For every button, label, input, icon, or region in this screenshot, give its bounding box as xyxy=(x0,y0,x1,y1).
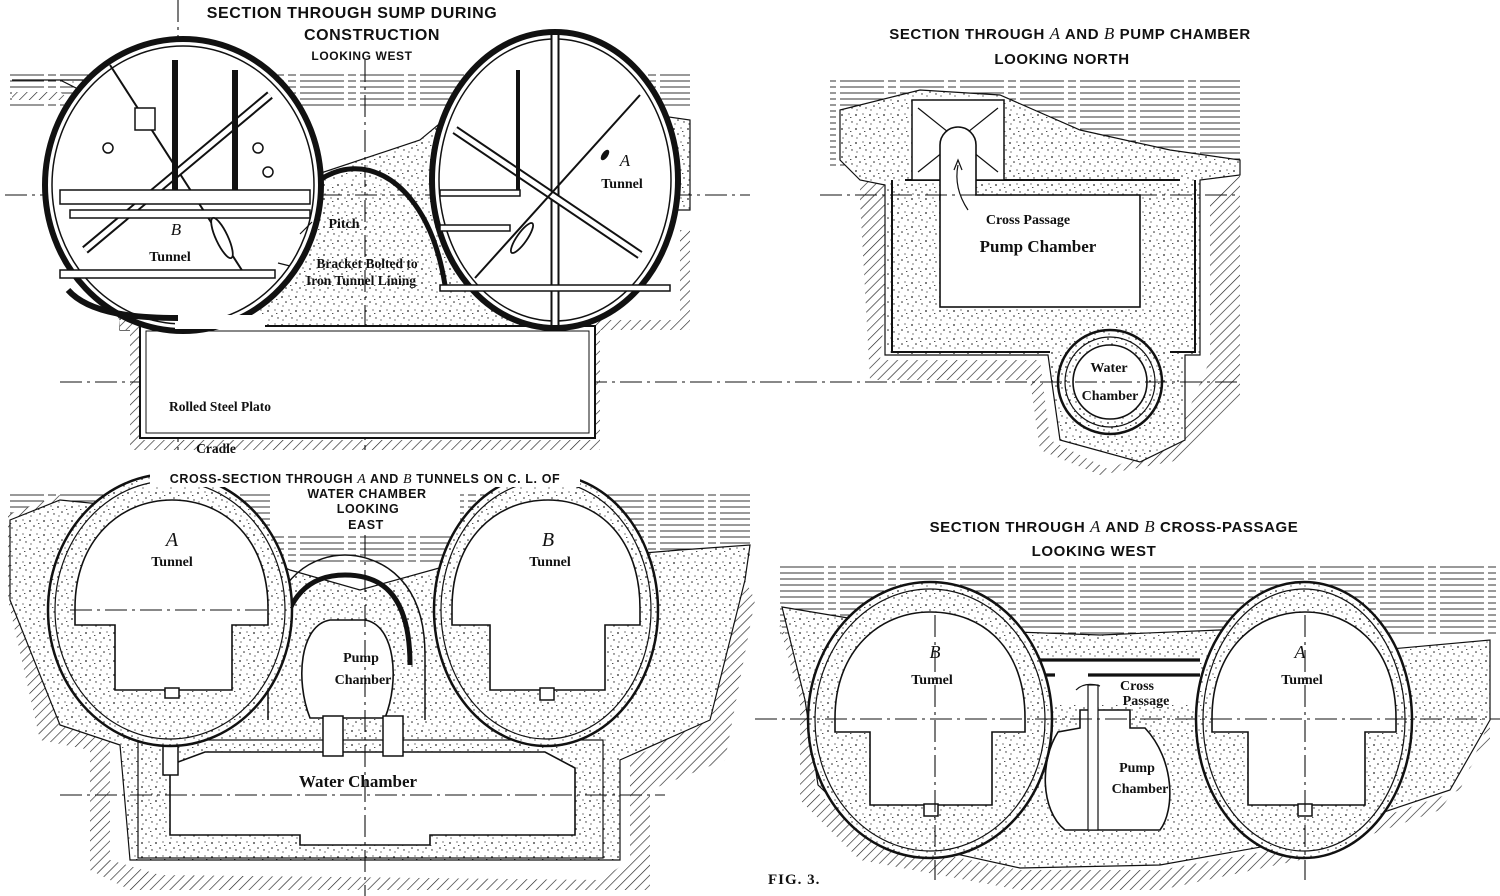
water-title: CROSS-SECTION THROUGH A AND B TUNNELS ON… xyxy=(170,472,561,487)
cross-pump-label-line2: Chamber xyxy=(1112,782,1169,797)
cross-subtitle: LOOKING WEST xyxy=(1032,543,1157,560)
cross-passage-arrow xyxy=(1075,683,1101,691)
cradle-label: Cradle xyxy=(196,441,236,456)
cross-title: SECTION THROUGH A AND B CROSS-PASSAGE xyxy=(930,517,1299,536)
ladder xyxy=(1087,684,1099,831)
cross-tunnel-b-word: Tunnel xyxy=(911,673,953,688)
water-chamber-void xyxy=(169,751,576,846)
tunnel-b-segment xyxy=(65,287,179,321)
panel-sump-construction: SECTION THROUGH SUMP DURING CONSTRUCTION… xyxy=(5,0,760,456)
cross-passage-label-line1: Cross xyxy=(1120,679,1155,694)
water-tunnel-b-word: Tunnel xyxy=(529,555,571,570)
cross-title-a: A xyxy=(1089,517,1101,536)
water-title-b: B xyxy=(403,472,412,487)
pump-title-mid: AND xyxy=(1061,26,1104,43)
water-title-block: CROSS-SECTION THROUGH A AND B TUNNELS ON… xyxy=(150,470,580,533)
water-title-mid: AND xyxy=(366,472,403,486)
panel-pump-chamber-north: SECTION THROUGH A AND B PUMP CHAMBER LOO… xyxy=(760,24,1251,475)
water-tunnel-a-letter: A xyxy=(164,529,179,551)
sump-subtitle: LOOKING WEST xyxy=(311,49,412,63)
water-tunnel-a-void xyxy=(74,499,269,691)
sump-tunnel-b-word: Tunnel xyxy=(149,250,191,265)
pump-chamber-void xyxy=(301,619,394,719)
cross-title-b: B xyxy=(1144,517,1155,536)
pump-title-post: PUMP CHAMBER xyxy=(1115,26,1251,43)
sump-title-line1: SECTION THROUGH SUMP DURING xyxy=(207,5,498,22)
cross-tunnel-a-letter: A xyxy=(1294,642,1307,662)
pitch-label: Pitch xyxy=(328,217,359,232)
bracket-label-line1: Bracket Bolted to xyxy=(316,256,417,271)
pump-chamber-void xyxy=(939,194,1141,308)
pump-subtitle: LOOKING NORTH xyxy=(994,51,1129,68)
rolled-steel-plate-box xyxy=(139,325,596,439)
rolled-steel-plate-label: Rolled Steel Plato xyxy=(169,399,271,414)
panel-water-chamber-east: A Tunnel B Tunnel Pump Chamber Water Cha… xyxy=(8,472,755,896)
pump-pipe-right xyxy=(382,715,404,757)
cross-passage-label-line2: Passage xyxy=(1123,694,1170,709)
bracket-label-line2: Iron Tunnel Lining xyxy=(306,273,416,288)
cross-title-post: CROSS-PASSAGE xyxy=(1155,519,1298,536)
sump-tunnel-a-letter: A xyxy=(619,151,631,170)
water-title-post: TUNNELS ON C. L. OF xyxy=(412,472,560,486)
cross-passage-opening xyxy=(939,126,977,201)
cross-pump-label-line1: Pump xyxy=(1119,761,1155,776)
cross-passage-label: Cross Passage xyxy=(986,213,1070,228)
pump-pipe-left xyxy=(322,715,344,757)
water-title-line2: WATER CHAMBER xyxy=(307,487,426,501)
cross-tunnel-b-void xyxy=(834,611,1026,806)
water-pump-label-line2: Chamber xyxy=(335,673,392,688)
water-chamber-label-line2: Chamber xyxy=(1082,389,1139,404)
pump-title-b: B xyxy=(1104,24,1115,43)
tunnel-a-timbering xyxy=(439,35,671,325)
pump-title-a: A xyxy=(1049,24,1061,43)
pump-title: SECTION THROUGH A AND B PUMP CHAMBER xyxy=(889,24,1251,43)
water-title-pre: CROSS-SECTION THROUGH xyxy=(170,472,358,486)
water-chamber-label: Water Chamber xyxy=(299,772,418,791)
sump-tunnel-a-word: Tunnel xyxy=(601,177,643,192)
rolled-steel-plate-inner xyxy=(145,330,590,434)
water-chamber-label-line1: Water xyxy=(1090,361,1127,376)
water-title-line3: LOOKING xyxy=(337,502,400,516)
cross-tunnel-a-void xyxy=(1211,611,1397,806)
pump-chamber-label: Pump Chamber xyxy=(980,237,1097,256)
cross-tunnel-b-letter: B xyxy=(930,642,941,662)
water-tunnel-b-void xyxy=(451,499,641,691)
water-title-line4: EAST xyxy=(348,518,384,532)
cross-pump-chamber-void xyxy=(1044,709,1171,831)
cross-tunnel-a-word: Tunnel xyxy=(1281,673,1323,688)
cross-title-pre: SECTION THROUGH xyxy=(930,519,1090,536)
water-tunnel-b-letter: B xyxy=(542,529,554,551)
figure-caption: FIG. 3. xyxy=(768,872,820,888)
cross-passage-arrow xyxy=(956,164,969,211)
sump-tunnel-b-letter: B xyxy=(171,220,182,239)
water-pump-label-line1: Pump xyxy=(343,651,379,666)
water-tunnel-a-word: Tunnel xyxy=(151,555,193,570)
tunnel-b-timbering xyxy=(59,60,311,279)
water-title-a: A xyxy=(356,472,366,487)
cross-title-mid: AND xyxy=(1101,519,1144,536)
sump-title-line2: CONSTRUCTION xyxy=(304,27,440,44)
panel-cross-passage-west: SECTION THROUGH A AND B CROSS-PASSAGE LO… xyxy=(755,517,1500,890)
pump-title-pre: SECTION THROUGH xyxy=(889,26,1049,43)
